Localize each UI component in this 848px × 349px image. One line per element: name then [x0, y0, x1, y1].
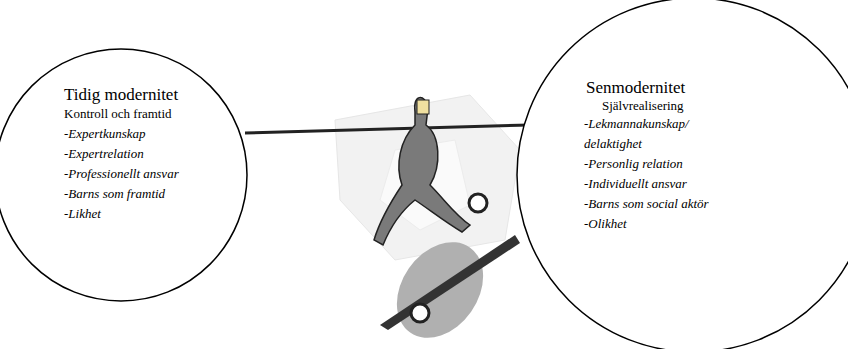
skateboard-wheel	[469, 194, 487, 212]
item-list: -Lekmannakunskap/ delaktighet-Personlig …	[584, 114, 734, 234]
list-item: -Professionellt ansvar	[64, 164, 224, 184]
circle-shape	[517, 0, 848, 349]
list-item: -Olikhet	[584, 214, 734, 234]
item-list: -Expertkunskap-Expertrelation-Profession…	[64, 124, 224, 224]
circle-subheading: Självrealisering	[602, 98, 684, 113]
list-item: -Likhet	[64, 204, 224, 224]
skateboard-deck	[380, 235, 520, 330]
list-item: -Barns som social aktör	[584, 194, 734, 214]
list-item: -Barns som framtid	[64, 184, 224, 204]
circle-heading: Senmodernitet	[586, 79, 685, 97]
skater-head	[417, 100, 429, 114]
skater-figure	[374, 97, 470, 245]
circle-shape	[0, 49, 247, 301]
skateboard-wheel	[411, 304, 429, 322]
list-item: -Personlig relation	[584, 154, 734, 174]
list-item: -Lekmannakunskap/ delaktighet	[584, 114, 734, 154]
circle-subheading: Kontroll och framtid	[64, 106, 172, 121]
circle-node: SenmodernitetSjälvrealisering-Lekmannaku…	[516, 0, 848, 349]
balance-pole	[245, 125, 530, 133]
list-item: -Expertkunskap	[64, 124, 224, 144]
circle-heading: Tidig modernitet	[64, 86, 178, 104]
background-shape	[335, 95, 520, 260]
list-item: -Individuellt ansvar	[584, 174, 734, 194]
circle-node: Tidig modernitetKontroll och framtid -Exp…	[0, 48, 248, 302]
list-item: -Expertrelation	[64, 144, 224, 164]
circle-outline	[516, 0, 848, 349]
